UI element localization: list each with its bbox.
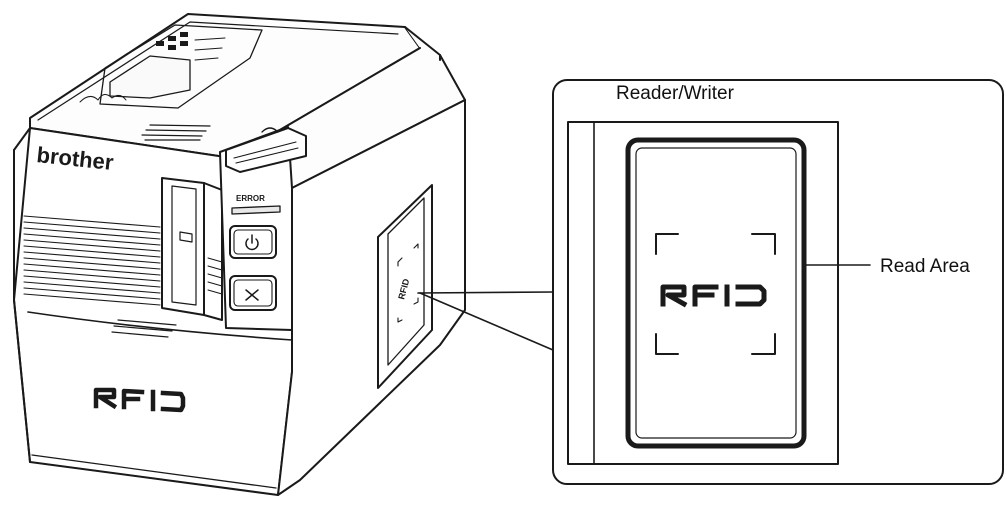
- callout-line-bottom: [419, 292, 554, 351]
- read-area-frame: [625, 137, 807, 449]
- front-grille: [23, 215, 161, 306]
- read-area-label: Read Area: [880, 256, 970, 277]
- scissors-icon: [245, 289, 259, 301]
- tape-exit-slot: [161, 177, 223, 321]
- callout-line-top: [417, 291, 554, 294]
- side-reader-window: RFID: [377, 184, 433, 389]
- printer-rfid-mark: [93, 387, 186, 413]
- error-indicator: [231, 205, 281, 215]
- reader-writer-label: Reader/Writer: [616, 83, 734, 104]
- detail-callout: [552, 79, 1004, 485]
- bottom-vent: [111, 319, 177, 338]
- cut-button[interactable]: [229, 275, 277, 311]
- read-area-brackets: [655, 233, 776, 355]
- power-button[interactable]: [229, 225, 277, 259]
- printer-top-rim: [37, 21, 399, 121]
- printer-illustration: brother: [13, 13, 466, 496]
- detail-rfid-mark: [660, 284, 767, 308]
- printer-control-panel: [79, 24, 263, 109]
- top-vent: [141, 124, 211, 141]
- button-column: ERROR: [219, 126, 307, 331]
- power-icon: [245, 234, 259, 251]
- error-label: ERROR: [236, 194, 265, 203]
